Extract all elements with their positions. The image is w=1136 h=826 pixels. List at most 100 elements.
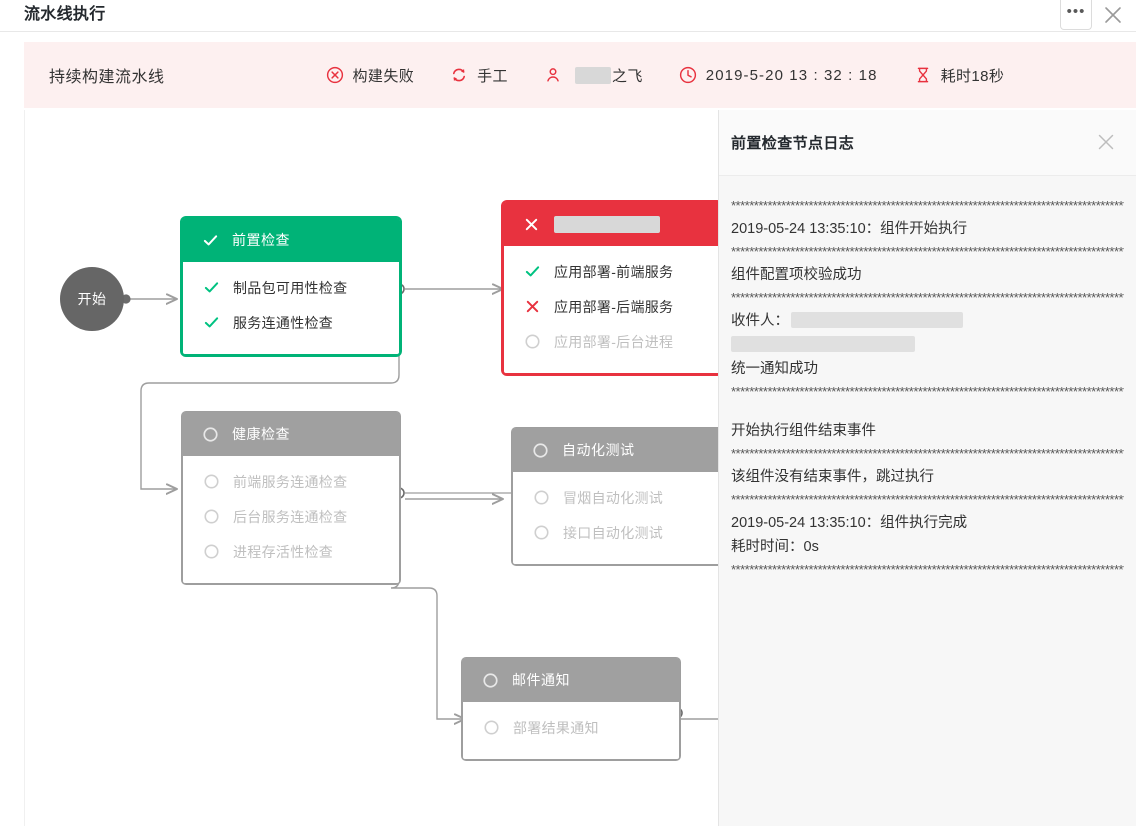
task-label: 后台服务连通检查 — [233, 508, 348, 525]
log-separator: ****************************************… — [731, 244, 1124, 259]
task-item[interactable]: 应用部署-后台进程 — [504, 324, 718, 359]
build-status-label: 构建失败 — [352, 67, 415, 85]
stage-node-deploy[interactable]: 应用部署-前端服务 应用部署-后端服务 应用部署-后台进程 — [503, 202, 718, 374]
page-title: 流水线执行 — [24, 6, 106, 23]
log-line-recipients: 收件人： — [731, 309, 1124, 357]
task-item[interactable]: 应用部署-前端服务 — [504, 254, 718, 289]
log-separator: ****************************************… — [731, 446, 1124, 461]
stage-title-deploy-redaction — [554, 215, 660, 233]
recipients-prefix: 收件人： — [731, 313, 789, 329]
task-item[interactable]: 接口自动化测试 — [513, 515, 718, 550]
log-panel-header: 前置检查节点日志 — [719, 110, 1136, 176]
stage-header-pre-check[interactable]: 前置检查 — [182, 218, 400, 262]
window-titlebar: 流水线执行 ••• — [0, 0, 1136, 32]
stage-node-mail-notify[interactable]: 邮件通知 部署结果通知 — [462, 658, 680, 760]
circle-icon — [484, 720, 499, 735]
stage-node-pre-check[interactable]: 前置检查 制品包可用性检查 服务连通性检查 — [182, 218, 400, 355]
stage-node-health-check[interactable]: 健康检查 前端服务连通检查 后台服务连通检查 — [182, 412, 400, 584]
pipeline-graph-canvas[interactable]: 开始 前置检查 制品包可用性检查 — [24, 110, 718, 826]
task-item[interactable]: 应用部署-后端服务 — [504, 289, 718, 324]
log-separator: ****************************************… — [731, 290, 1124, 305]
task-label: 应用部署-后台进程 — [554, 333, 674, 350]
circle-icon — [534, 525, 549, 540]
task-item[interactable]: 前端服务连通检查 — [183, 464, 399, 499]
stage-title-mail-notify: 邮件通知 — [512, 672, 570, 688]
stage-node-auto-test[interactable]: 自动化测试 冒烟自动化测试 接口自动化测试 — [512, 428, 718, 565]
stage-header-health-check[interactable]: 健康检查 — [182, 412, 400, 456]
cross-icon — [526, 300, 539, 313]
circle-icon — [204, 544, 219, 559]
log-line: 统一通知成功 — [731, 361, 818, 377]
stage-tasks-health-check: 前端服务连通检查 后台服务连通检查 进程存活性检查 — [182, 456, 400, 584]
more-options-button[interactable]: ••• — [1060, 0, 1092, 30]
circle-icon — [204, 474, 219, 489]
task-label: 前端服务连通检查 — [233, 473, 348, 490]
metric-operator: 之飞 — [544, 65, 643, 86]
metric-build-status: 构建失败 — [326, 65, 415, 86]
window-close-button[interactable] — [1102, 4, 1124, 26]
task-item[interactable]: 进程存活性检查 — [183, 534, 399, 569]
task-item[interactable]: 服务连通性检查 — [183, 305, 399, 340]
task-item[interactable]: 部署结果通知 — [463, 710, 679, 745]
check-icon — [525, 266, 540, 277]
task-item[interactable]: 制品包可用性检查 — [183, 270, 399, 305]
task-label: 服务连通性检查 — [233, 314, 334, 331]
operator-name-redaction — [574, 66, 611, 84]
hourglass-icon — [917, 67, 928, 83]
circle-icon — [525, 334, 540, 349]
start-node-label: 开始 — [77, 291, 107, 307]
circle-icon — [203, 426, 218, 442]
log-output[interactable]: ****************************************… — [719, 177, 1136, 826]
log-line: 2019-05-24 13:35:10：组件执行完成 — [731, 515, 968, 531]
check-icon — [203, 234, 218, 245]
cross-icon — [525, 218, 538, 230]
circle-icon — [483, 672, 498, 688]
log-line: 该组件没有结束事件，跳过执行 — [731, 469, 934, 485]
start-time-label: 2019-5-20 13 : 32 : 18 — [705, 66, 878, 84]
trigger-type-label: 手工 — [477, 67, 508, 85]
stage-tasks-auto-test: 冒烟自动化测试 接口自动化测试 — [512, 472, 718, 565]
stage-tasks-mail-notify: 部署结果通知 — [462, 702, 680, 760]
task-label: 部署结果通知 — [513, 719, 599, 736]
log-separator: ****************************************… — [731, 198, 1124, 213]
log-separator: ****************************************… — [731, 562, 1124, 577]
log-panel-title: 前置检查节点日志 — [731, 135, 855, 152]
metric-duration: 耗时18秒 — [914, 65, 1005, 86]
recipient-email-redaction — [731, 336, 915, 352]
task-label: 进程存活性检查 — [233, 543, 334, 560]
stage-title-health-check: 健康检查 — [232, 426, 290, 442]
task-item[interactable]: 后台服务连通检查 — [183, 499, 399, 534]
user-icon — [547, 68, 559, 82]
task-item[interactable]: 冒烟自动化测试 — [513, 480, 718, 515]
operator-name-label: 之飞 — [611, 67, 643, 85]
stage-title-pre-check: 前置检查 — [232, 232, 290, 248]
check-icon — [204, 282, 219, 293]
log-line: 耗时时间：0s — [731, 539, 819, 555]
task-label: 应用部署-后端服务 — [554, 298, 674, 315]
stage-header-mail-notify[interactable]: 邮件通知 — [462, 658, 680, 702]
failed-circle-icon — [326, 66, 343, 84]
stage-header-deploy[interactable] — [503, 202, 718, 246]
pipeline-summary-bar: 持续构建流水线 构建失败 手工 — [24, 42, 1136, 108]
check-icon — [204, 317, 219, 328]
metric-trigger-type: 手工 — [450, 65, 508, 86]
task-label: 冒烟自动化测试 — [563, 489, 664, 506]
clock-icon — [679, 66, 696, 84]
start-node[interactable]: 开始 — [60, 267, 124, 331]
close-icon — [1098, 134, 1114, 150]
log-separator: ****************************************… — [731, 384, 1124, 399]
log-line: 组件配置项校验成功 — [731, 267, 862, 283]
node-log-panel: 前置检查节点日志 *******************************… — [718, 110, 1136, 826]
stage-title-auto-test: 自动化测试 — [562, 442, 635, 458]
more-dots-icon: ••• — [1066, 3, 1086, 20]
close-icon — [1105, 7, 1121, 23]
refresh-icon — [453, 68, 466, 82]
stage-tasks-deploy: 应用部署-前端服务 应用部署-后端服务 应用部署-后台进程 — [503, 246, 718, 374]
circle-icon — [534, 490, 549, 505]
stage-header-auto-test[interactable]: 自动化测试 — [512, 428, 718, 472]
circle-icon — [533, 442, 548, 458]
task-label: 制品包可用性检查 — [233, 279, 348, 296]
log-panel-close-button[interactable] — [1096, 132, 1116, 152]
stage-tasks-pre-check: 制品包可用性检查 服务连通性检查 — [182, 262, 400, 355]
